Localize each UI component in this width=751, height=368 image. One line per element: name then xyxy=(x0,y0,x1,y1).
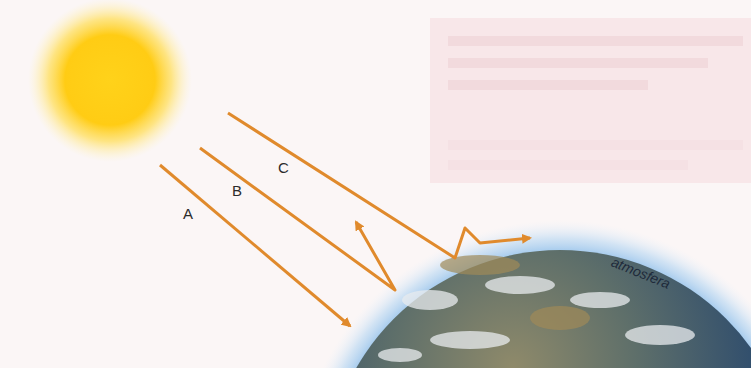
arrow-letter: B xyxy=(232,183,242,198)
arrow-letter: C xyxy=(278,160,289,175)
arrow-letter: A xyxy=(183,206,193,221)
